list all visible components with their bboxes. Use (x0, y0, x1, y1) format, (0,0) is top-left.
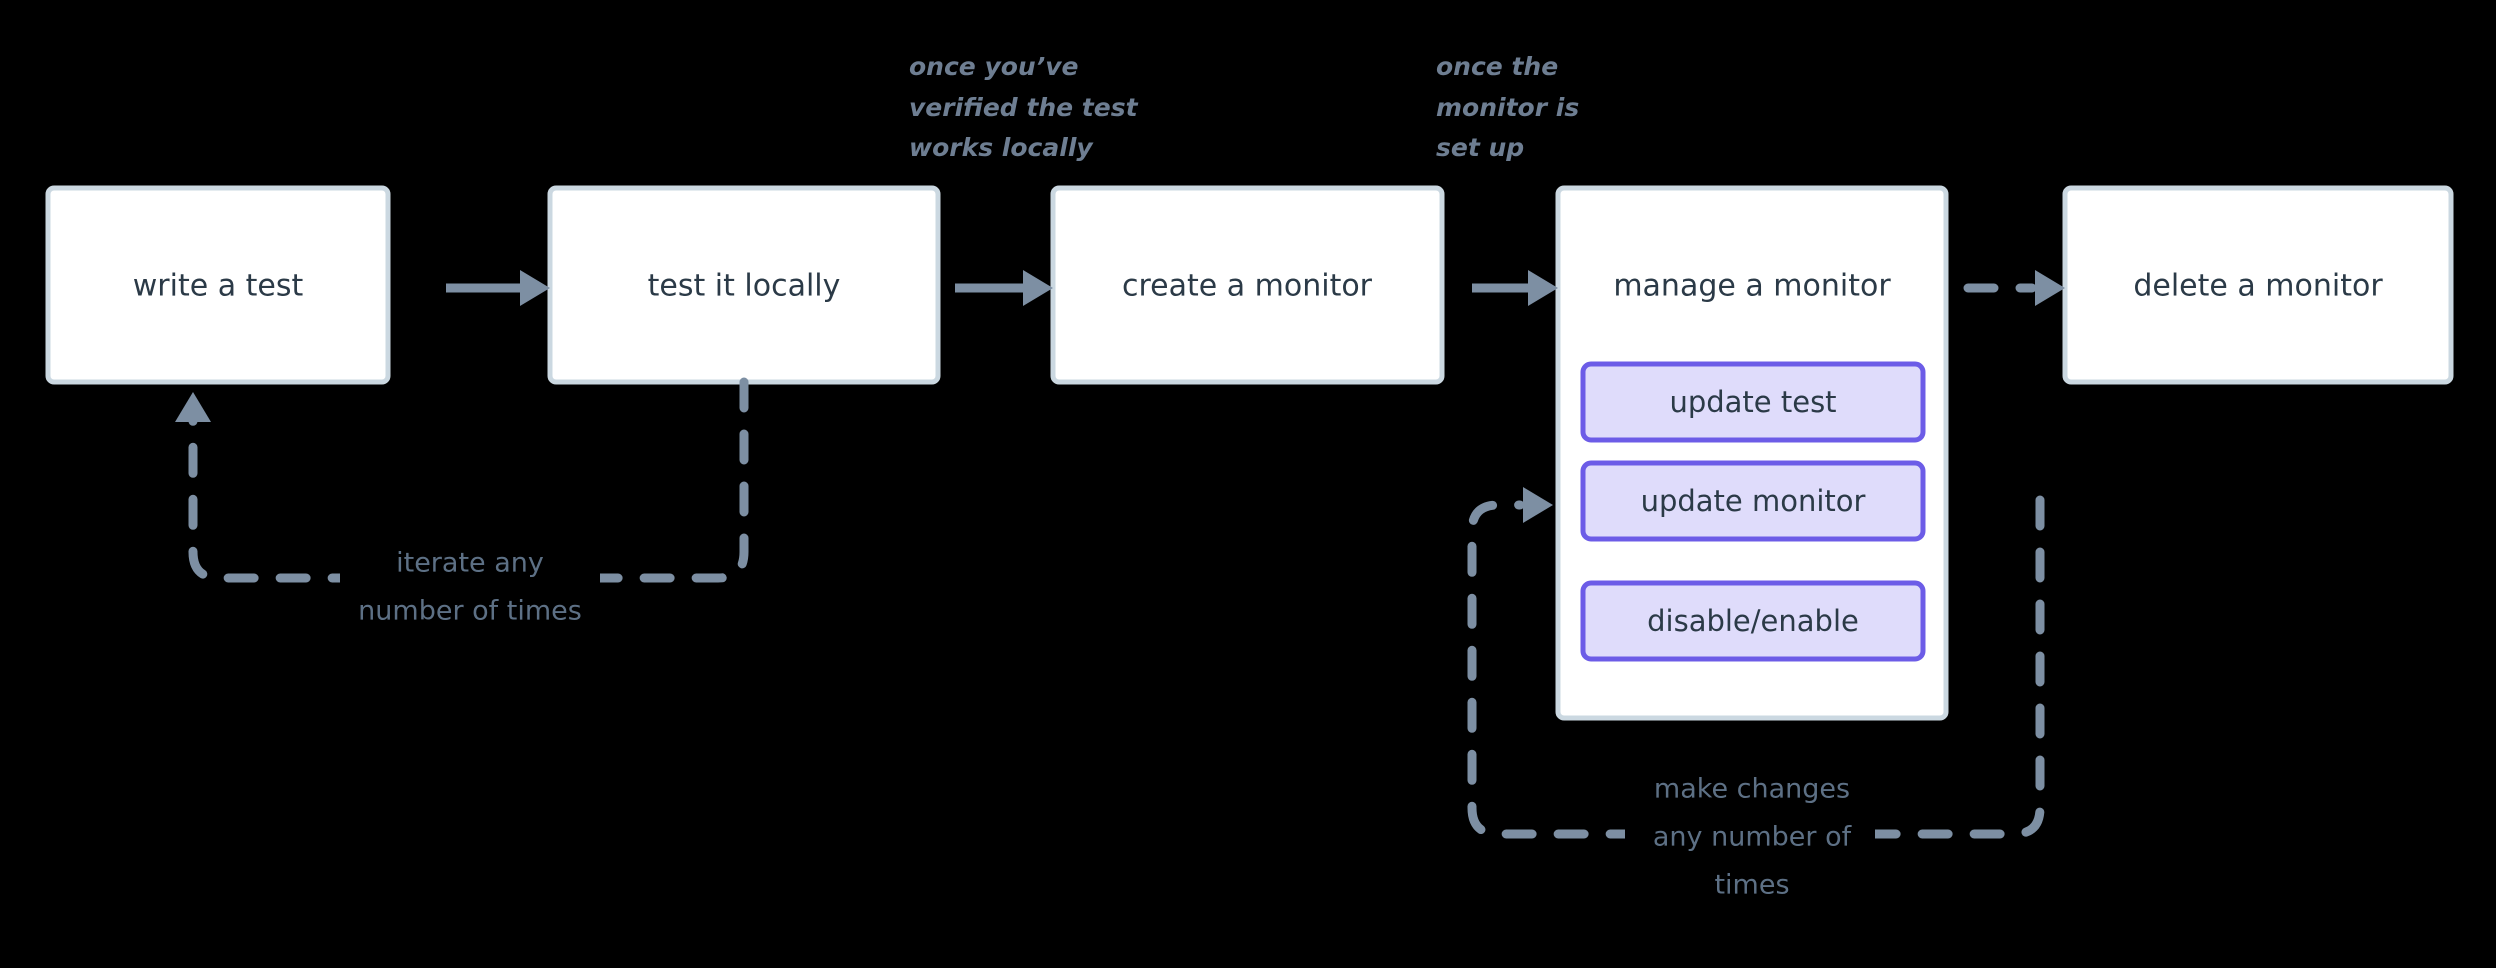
node-delete-a-monitor-box[interactable] (2062, 185, 2454, 385)
sub-node-update-test-box[interactable] (1580, 361, 1926, 443)
sub-node-disable-enable[interactable]: disable/enable (1580, 580, 1926, 662)
sub-node-update-test-label: update test (1669, 385, 1836, 419)
loop-iterate-label-line-1: iterate any (396, 548, 544, 579)
sub-node-disable-enable-label: disable/enable (1647, 604, 1859, 638)
arrow-create-to-manage (1472, 270, 1558, 306)
node-write-a-test[interactable]: write a test (45, 185, 391, 385)
arrowhead-icon (1023, 270, 1053, 306)
edge-note-verified-line-2: verified the test (909, 93, 1139, 122)
sub-node-update-monitor-label: update monitor (1641, 484, 1866, 518)
node-create-a-monitor-label: create a monitor (1122, 269, 1373, 304)
edge-note-set-up-line-1: once the (1436, 52, 1558, 81)
edge-note-verified-line-1: once you’ve (909, 52, 1078, 81)
node-manage-a-monitor-label: manage a monitor (1613, 269, 1891, 304)
node-delete-a-monitor-label: delete a monitor (2133, 269, 2383, 304)
arrowhead-icon (1528, 270, 1558, 306)
edge-note-verified-line-3: works locally (909, 133, 1094, 162)
sub-node-disable-enable-box[interactable] (1580, 580, 1926, 662)
node-create-a-monitor[interactable]: create a monitor (1050, 185, 1445, 385)
arrowhead-icon (1523, 487, 1553, 523)
loop-iterate-label-backdrop (340, 553, 600, 605)
node-write-a-test-box[interactable] (45, 185, 391, 385)
arrow-test-locally-to-create (955, 270, 1053, 306)
node-create-a-monitor-box[interactable] (1050, 185, 1445, 385)
edge-note-set-up-line-2: monitor is (1436, 93, 1579, 122)
edge-note-once-monitor-set-up: once the monitor is set up (1436, 52, 1579, 162)
loop-make-changes-label-backdrop (1625, 810, 1875, 860)
edge-note-set-up-line-3: set up (1436, 133, 1524, 162)
arrowhead-icon (520, 270, 550, 306)
node-delete-a-monitor[interactable]: delete a monitor (2062, 185, 2454, 385)
node-manage-a-monitor[interactable]: manage a monitor update test update moni… (1555, 185, 1949, 721)
arrowhead-icon (175, 392, 211, 422)
loop-make-changes-label-line-2: any number of (1653, 822, 1853, 853)
loop-iterate-any-number-of-times: iterate any number of times (175, 377, 749, 627)
sub-node-update-monitor-box[interactable] (1580, 460, 1926, 542)
sub-node-update-monitor[interactable]: update monitor (1580, 460, 1926, 542)
loop-make-changes-any-number-of-times: make changes any number of times (1467, 487, 2045, 901)
loop-iterate-label-line-2: number of times (358, 596, 582, 627)
arrowhead-icon (2035, 270, 2065, 306)
node-test-it-locally[interactable]: test it locally (547, 185, 941, 385)
arrow-write-to-test-locally (446, 270, 550, 306)
arrow-manage-to-delete (1963, 270, 2065, 306)
node-test-it-locally-label: test it locally (648, 269, 841, 304)
loop-make-changes-label-line-1: make changes (1654, 774, 1850, 805)
node-write-a-test-label: write a test (133, 269, 304, 304)
edge-note-verified-test-works-locally: once you’ve verified the test works loca… (909, 52, 1139, 162)
sub-node-update-test[interactable]: update test (1580, 361, 1926, 443)
loop-make-changes-label-line-3: times (1714, 870, 1789, 901)
